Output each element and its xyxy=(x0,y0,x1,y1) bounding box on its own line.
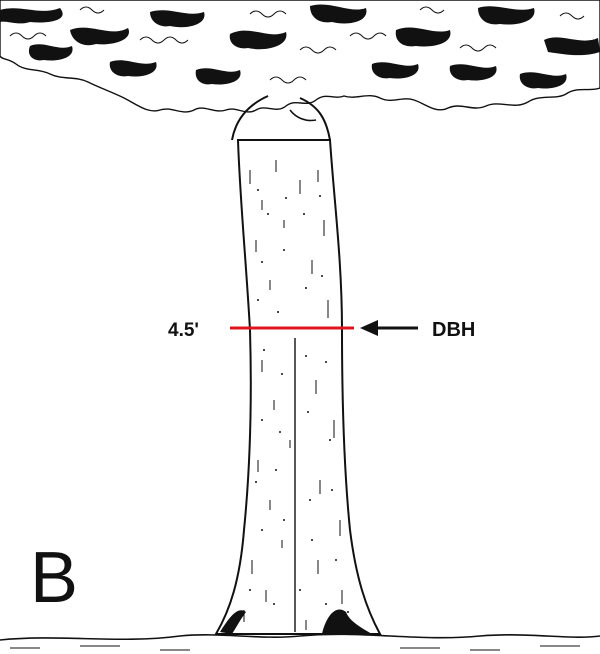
tree-trunk xyxy=(214,139,382,635)
ground-line xyxy=(0,633,600,651)
tree-canopy xyxy=(0,0,600,141)
arrow-left-icon xyxy=(360,320,418,336)
height-label: 4.5' xyxy=(168,320,199,341)
dbh-label: DBH xyxy=(432,319,475,341)
panel-letter: B xyxy=(30,538,78,618)
